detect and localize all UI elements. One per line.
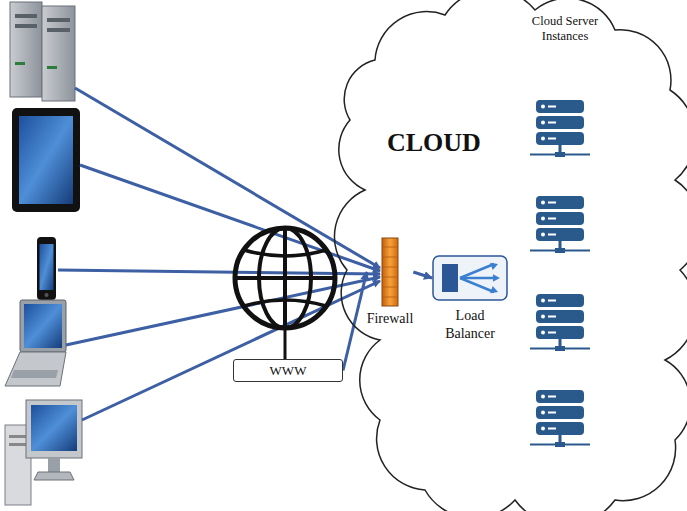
connector-arrow [413,272,432,278]
cloud-region: CLOUD Firewall Load Balancer [335,0,687,508]
bar-stripe [383,257,397,258]
bar-stripe [383,277,397,278]
bar [382,238,398,306]
cloud-component: Firewall [367,237,414,327]
node-label: WWW [242,362,334,379]
cloud-title: CLOUD [387,128,481,158]
icon-frame [433,256,507,300]
bar-stripe [383,247,397,248]
node-label: Firewall [367,310,414,327]
phone [37,237,56,300]
icon-core [442,264,458,292]
bar-stripe [383,287,397,288]
laptop [5,300,66,386]
icon-arrow-head [490,263,498,270]
desktop-computer [5,400,82,505]
server-tower [10,2,75,101]
connector-arrow [343,272,367,371]
icon-arrow [460,264,494,278]
load-balancer-icon [432,255,508,301]
device-lines [58,88,380,420]
bar-stripe [383,267,397,268]
icon-arrow-head [490,286,498,293]
firewall-bar [381,237,399,307]
icon-arrow-head [493,274,500,282]
www-box: WWW [233,359,343,382]
globe [235,228,335,360]
group-label: Cloud Server Instances [522,14,608,44]
cloud-component: Load Balancer [432,255,508,343]
node-label: Load Balancer [432,307,508,343]
bar-stripe [383,297,397,298]
server-instances [530,100,590,447]
icon-arrow [460,278,494,292]
tablet [12,108,80,212]
cloud-shape [334,0,687,511]
